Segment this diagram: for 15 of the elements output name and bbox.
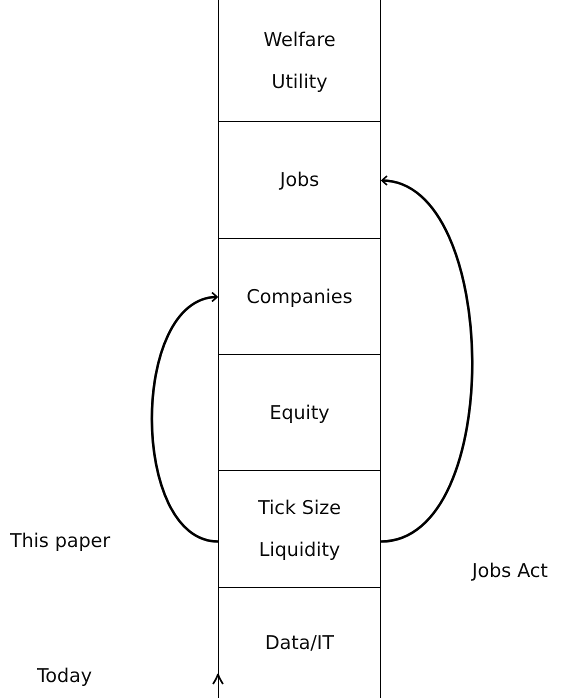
stack-box (218, 0, 381, 122)
box-label: Jobs (280, 168, 320, 193)
edge-label: Jobs Act (472, 560, 548, 582)
stack-box (218, 122, 381, 239)
stack-box (218, 239, 381, 355)
stack-box (218, 355, 381, 471)
stack-box (218, 471, 381, 588)
box-label: Companies (246, 284, 352, 310)
box-label: Tick Size Liquidity (257, 496, 342, 563)
stack-box (218, 588, 381, 698)
box-label: Data/IT (265, 631, 334, 656)
box-label: Equity (269, 400, 330, 426)
box-label: Welfare Utility (262, 28, 337, 94)
note-label: Today (37, 665, 92, 687)
edge-label: This paper (10, 530, 110, 552)
